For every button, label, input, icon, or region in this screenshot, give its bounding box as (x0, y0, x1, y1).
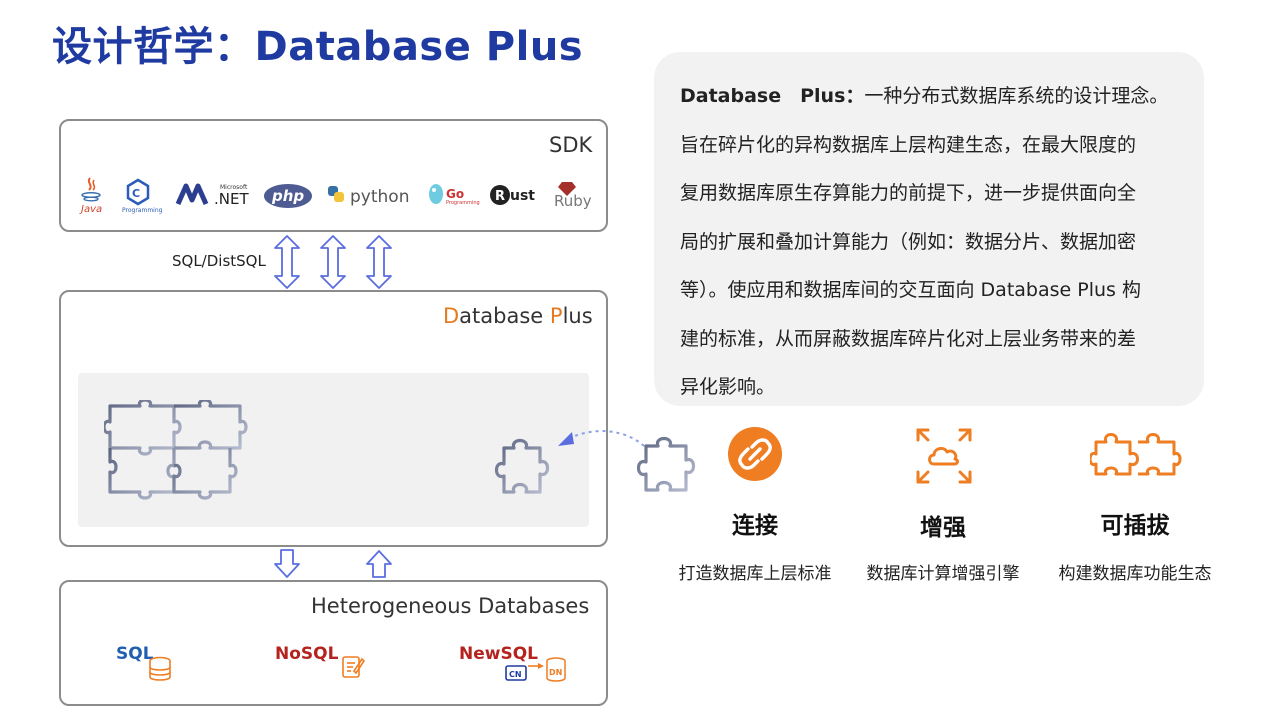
up-arrow-icon (366, 550, 392, 578)
svg-text:C: C (132, 187, 140, 200)
description-line: 建的标准，从而屏蔽数据库碎片化对上层业务带来的差 (680, 327, 1137, 350)
nosql-label: NoSQL (275, 644, 339, 664)
external-puzzle-piece-icon (636, 436, 696, 492)
sdk-logo-strip: Java C Programming Microsoft .NET php py… (79, 177, 592, 215)
heterogeneous-databases-label: Heterogeneous Databases (311, 594, 590, 618)
feature-subtitle-connect: 打造数据库上层标准 (678, 564, 832, 584)
up-down-arrows (274, 549, 392, 578)
dotnet-super: Microsoft (220, 184, 248, 191)
description-line: 旨在碎片化的异构数据库上层构建生态，在最大限度的 (680, 133, 1137, 156)
rust-icon: R ust (490, 185, 535, 205)
database-plus-label-d: D (443, 304, 460, 328)
python-icon: python (328, 186, 409, 207)
php-text: php (271, 187, 304, 205)
double-arrow-icon (366, 235, 392, 289)
java-text: Java (79, 204, 102, 215)
bidirectional-arrows (274, 235, 392, 289)
description-line: 等）。使应用和数据库间的交互面向 Database Plus 构 (680, 279, 1141, 301)
page-title: 设计哲学：Database Plus (52, 24, 584, 70)
sdk-box (59, 119, 608, 232)
dotted-arrow-icon (558, 430, 645, 447)
go-sub: Programming (446, 200, 480, 206)
sdk-label: SDK (549, 133, 593, 157)
feature-subtitle-enhance: 数据库计算增强引擎 (866, 564, 1020, 584)
description-line-1: Database Plus：一种分布式数据库系统的设计理念。 (680, 85, 1169, 107)
go-text: Go (446, 187, 464, 201)
newsql-label: NewSQL (459, 644, 538, 664)
description-panel: Database Plus：一种分布式数据库系统的设计理念。 旨在碎片化的异构数… (654, 52, 1204, 406)
svg-text:R: R (495, 189, 505, 204)
feature-subtitle-pluggable: 构建数据库功能生态 (1058, 564, 1212, 584)
cn-text: CN (509, 670, 522, 679)
dotnet-text: .NET (214, 190, 249, 208)
cn-dn-icon: CN DN (505, 657, 566, 682)
java-icon: Java (79, 177, 102, 215)
php-icon: php (264, 184, 312, 208)
python-text: python (350, 187, 409, 207)
dotnet-icon: Microsoft .NET (175, 183, 249, 208)
down-arrow-icon (274, 549, 300, 578)
puzzle-icon (1090, 433, 1182, 476)
link-icon (728, 427, 782, 481)
document-edit-icon (342, 656, 366, 678)
puzzle-piece-icon (494, 438, 550, 494)
description-line: 局的扩展和叠加计算能力（例如：数据分片、数据加密 (680, 230, 1137, 253)
database-plus-label: Database Plus (443, 304, 593, 328)
heterogeneous-databases-box (59, 580, 608, 706)
dn-text: DN (549, 668, 562, 677)
sql-label: SQL (116, 644, 154, 664)
cplusplus-text: Programming (122, 207, 163, 214)
rust-text: ust (510, 188, 535, 204)
sdk-logos: Java C Programming Microsoft .NET php py… (76, 174, 596, 218)
double-arrow-icon (274, 235, 300, 289)
ruby-text: Ruby (554, 192, 592, 210)
database-stack-icon (149, 656, 171, 681)
ruby-icon: Ruby (554, 182, 592, 210)
feature-title-enhance: 增强 (920, 515, 966, 541)
description-lead: Database Plus： (680, 85, 865, 107)
feature-title-pluggable: 可插拔 (1100, 513, 1170, 539)
description-line: 异化影响。 (680, 376, 776, 398)
cplusplus-icon: C Programming (122, 178, 163, 214)
sql-distsql-label: SQL/DistSQL (172, 252, 266, 270)
go-icon: Go Programming (429, 184, 480, 206)
puzzle-group-icon (104, 400, 248, 500)
feature-title-connect: 连接 (732, 513, 778, 539)
description-line: 复用数据库原生存算能力的前提下，进一步提供面向全 (680, 182, 1137, 204)
double-arrow-icon (320, 235, 346, 289)
cloud-expand-icon (916, 428, 972, 484)
